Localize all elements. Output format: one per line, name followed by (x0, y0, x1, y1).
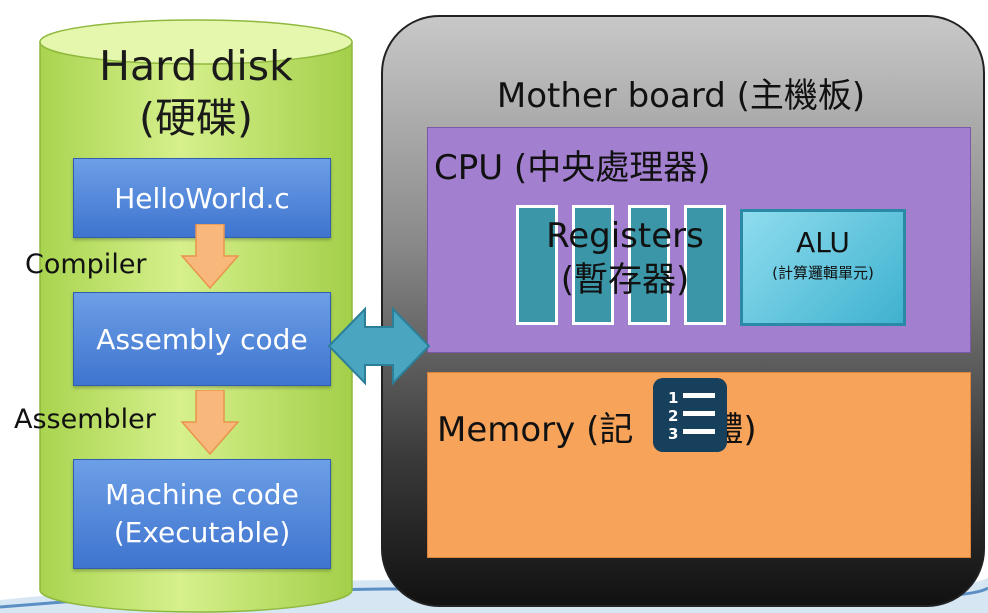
cpu-title: CPU (中央處理器) (434, 148, 711, 188)
double-arrow-icon (327, 306, 431, 386)
register-cell (628, 205, 670, 325)
assembly-code-label: Assembly code (96, 322, 308, 356)
svg-text:3: 3 (668, 425, 678, 443)
assembly-code-box: Assembly code (73, 292, 331, 386)
registers-label: Registers (暫存器) (514, 214, 736, 302)
numbered-list-icon: 1 2 3 (653, 378, 727, 452)
register-cell (684, 205, 726, 325)
register-cell (572, 205, 614, 325)
alu-subtitle: (計算邏輯單元) (772, 264, 874, 282)
machine-code-box: Machine code (Executable) (73, 459, 331, 569)
down-arrow-icon (180, 390, 240, 456)
compiler-label: Compiler (25, 249, 147, 280)
svg-text:2: 2 (668, 407, 678, 425)
svg-text:1: 1 (668, 389, 678, 407)
hard-disk-title: Hard disk (99, 42, 293, 90)
alu-box: ALU (計算邏輯單元) (740, 209, 906, 326)
mother-board-title: Mother board (主機板) (496, 76, 866, 116)
register-cell (516, 205, 558, 325)
memory-title-start: Memory (記 (437, 410, 634, 450)
registers-title: Registers (546, 216, 704, 256)
down-arrow-icon (180, 224, 240, 290)
registers-subtitle: (暫存器) (560, 260, 690, 300)
executable-label: (Executable) (113, 516, 291, 549)
alu-title: ALU (796, 226, 850, 259)
source-file-label: HelloWorld.c (114, 181, 290, 215)
hard-disk-subtitle: (硬碟) (139, 94, 253, 142)
machine-code-label: Machine code (105, 478, 299, 511)
assembler-label: Assembler (14, 404, 156, 435)
